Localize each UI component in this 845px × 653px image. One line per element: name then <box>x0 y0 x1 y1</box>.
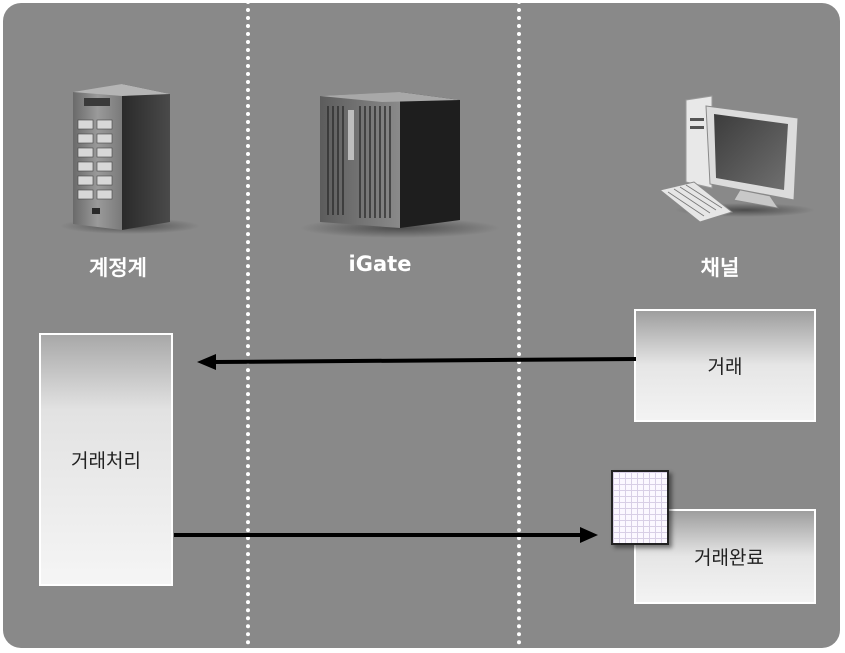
column-label-channel: 채널 <box>700 256 740 280</box>
request-arrow <box>197 354 637 370</box>
desktop-computer-icon <box>658 95 815 223</box>
transaction-complete-label: 거래완료 <box>694 547 764 569</box>
response-arrow <box>174 527 598 543</box>
server-tower-icon <box>60 84 200 234</box>
gateway-server-icon <box>300 92 500 238</box>
lane-divider-1 <box>246 0 250 645</box>
lane-divider-2 <box>517 0 521 645</box>
transaction-box: 거래 <box>634 309 816 422</box>
transaction-label: 거래 <box>707 356 743 378</box>
column-label-igate: iGate <box>348 252 412 276</box>
column-label-core-banking: 계정계 <box>89 256 147 280</box>
transaction-processing-box: 거래처리 <box>39 333 173 586</box>
document-icon <box>611 470 669 545</box>
transaction-processing-label: 거래처리 <box>71 450 141 472</box>
